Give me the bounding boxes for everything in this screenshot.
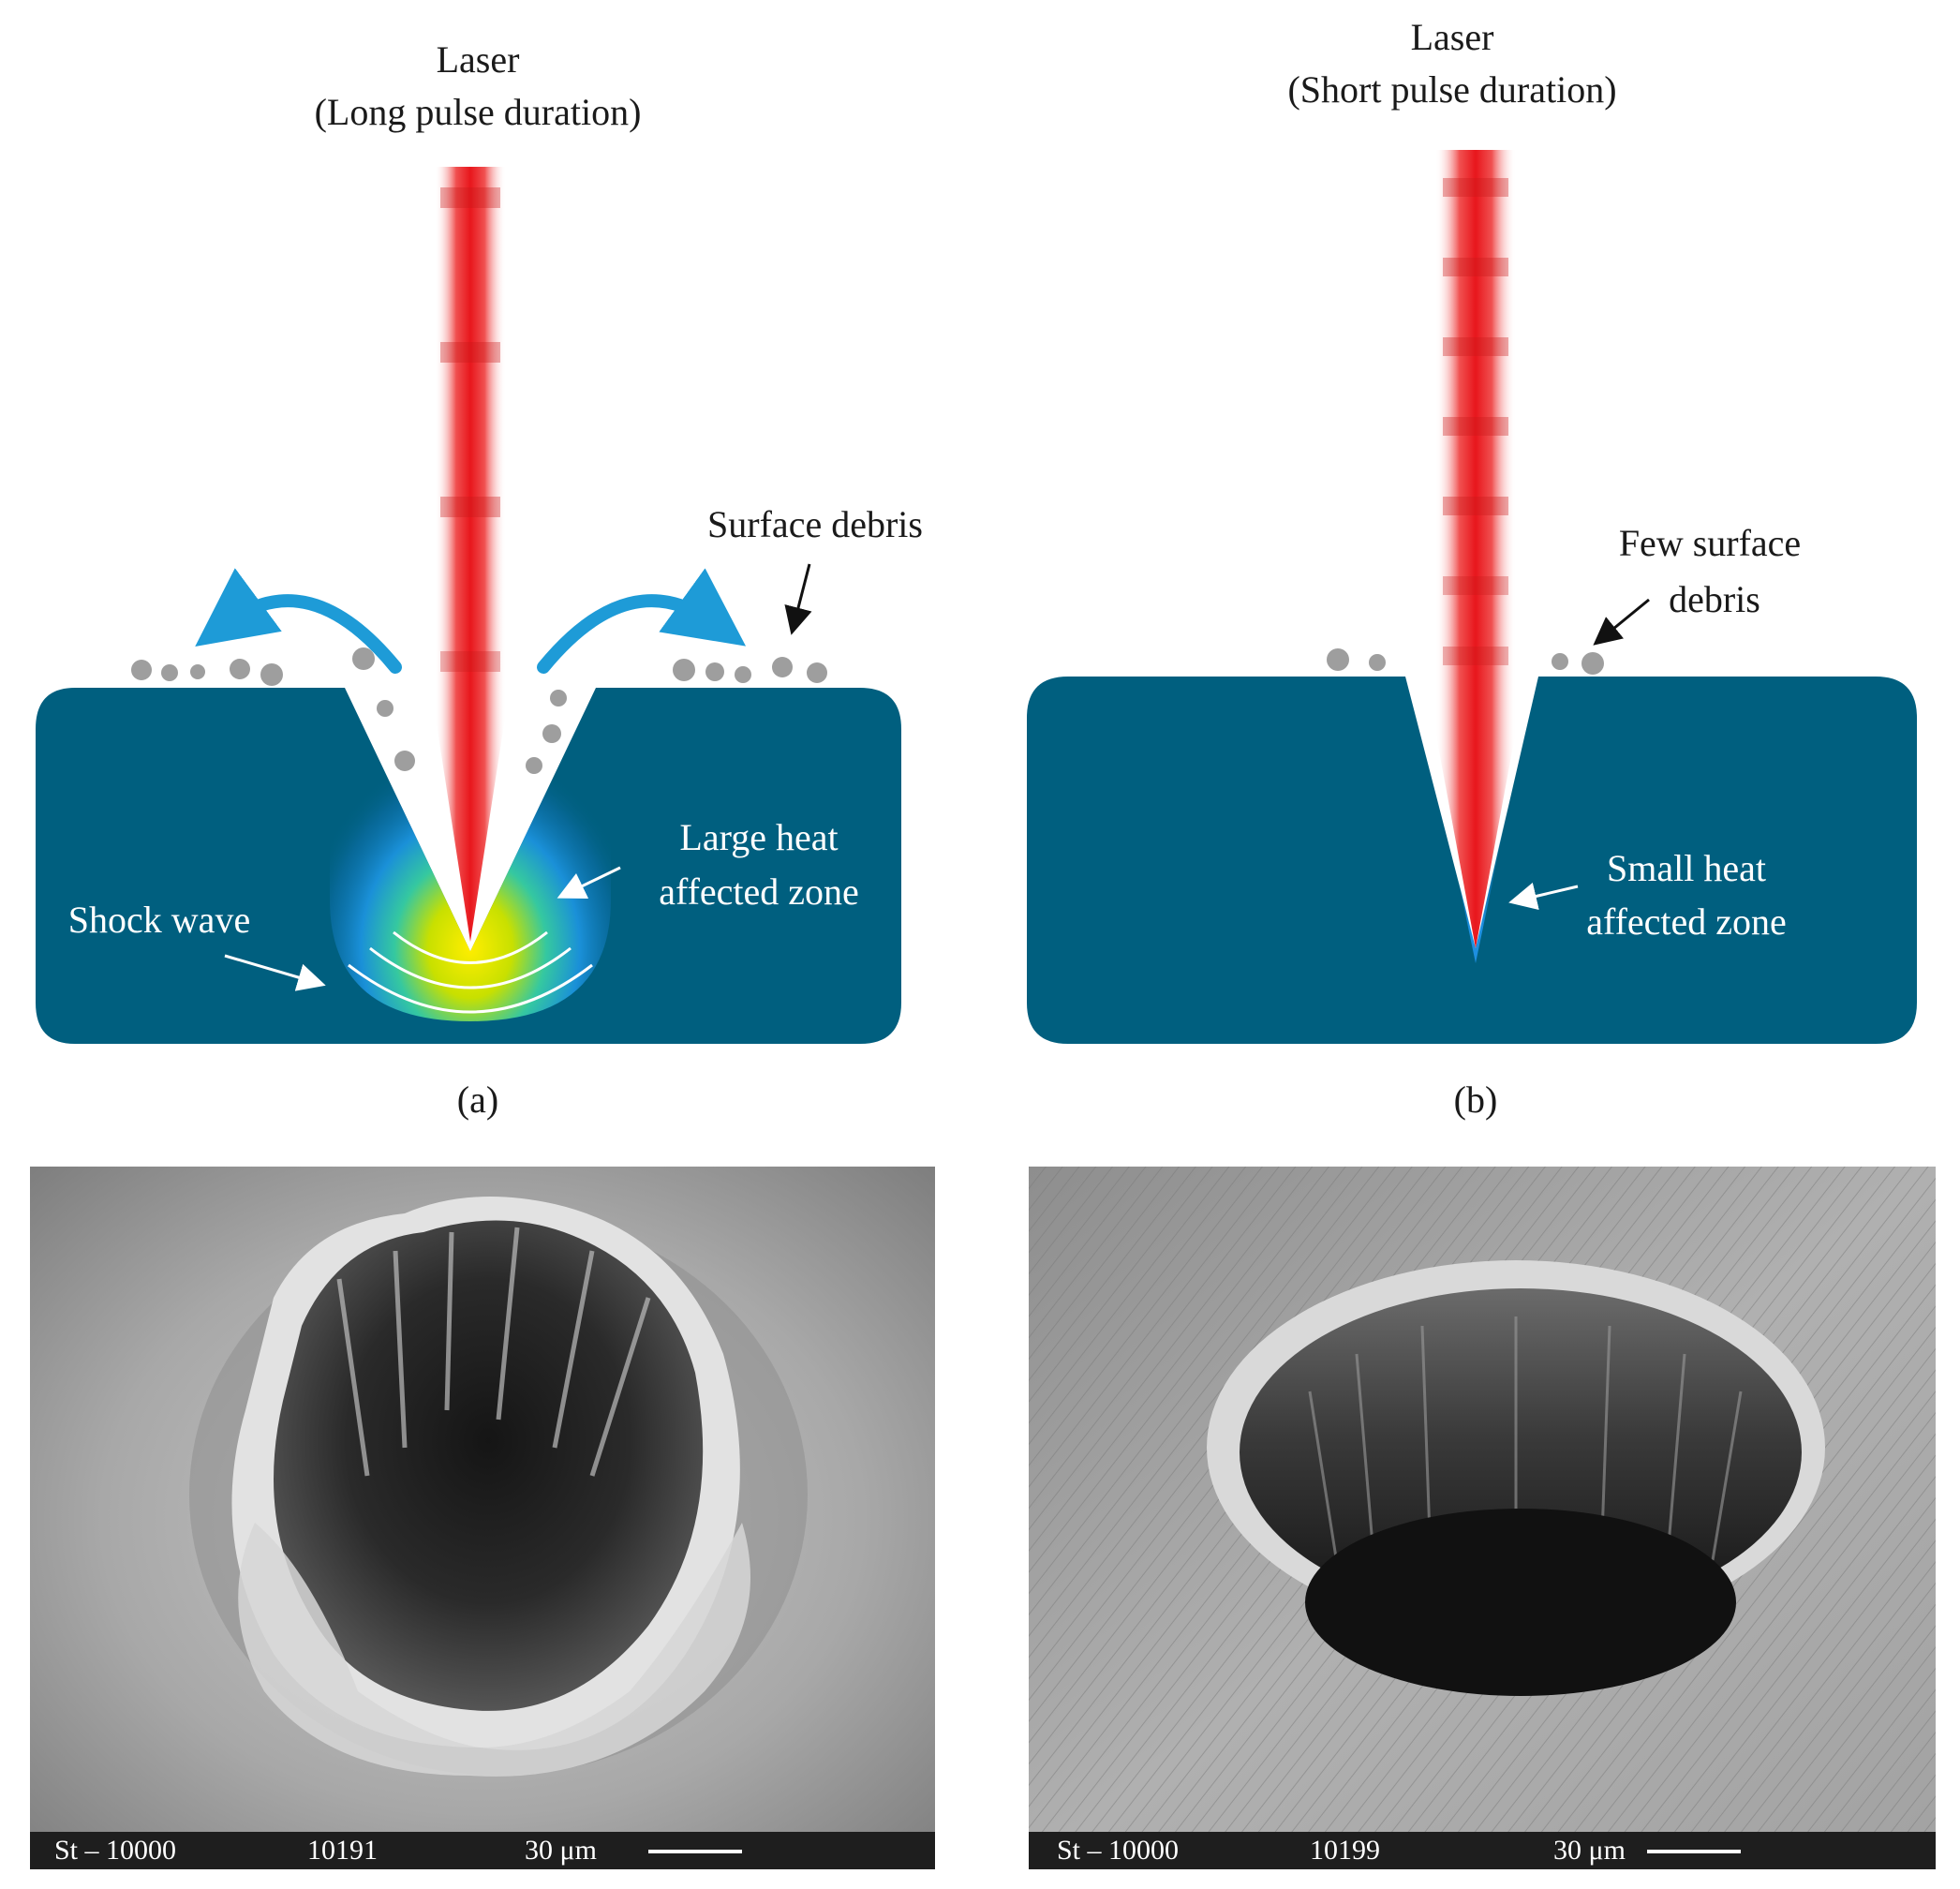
short-pulse-hole-image (1029, 1167, 1936, 1869)
panel-b-surface-debris (1327, 648, 1604, 675)
shock-wave-arcs (348, 930, 593, 1014)
sem-left-scale-label: 30 μm (525, 1835, 597, 1866)
sem-right-scale-label: 30 μm (1553, 1835, 1626, 1866)
sem-info-bar-left: St – 10000 10191 30 μm (30, 1832, 935, 1869)
ejection-arrows (195, 568, 747, 674)
large-heat-pointer (557, 866, 621, 900)
sem-left-sample-id: St – 10000 (54, 1835, 177, 1866)
panel-b-caption: (b) (1453, 1078, 1498, 1121)
panel-b-laser-title: Laser (1410, 16, 1494, 58)
few-debris-label-line1: Few surface (1618, 522, 1802, 564)
sem-right-scale-bar (1647, 1850, 1741, 1853)
sem-left-scale-bar (648, 1850, 742, 1853)
panel-a-caption: (a) (456, 1078, 499, 1121)
surface-debris-label: Surface debris (707, 503, 923, 545)
panel-a-surface-debris (131, 647, 827, 774)
shock-wave-pointer (224, 954, 326, 991)
ablation-diagram (36, 150, 1917, 1044)
sem-info-bar-right: St – 10000 10199 30 μm (1029, 1832, 1936, 1869)
panel-b-laser-subtitle: (Short pulse duration) (1287, 68, 1617, 111)
small-heat-zone-label-line1: Small heat (1607, 847, 1766, 889)
sem-right-sample-id: St – 10000 (1057, 1835, 1180, 1866)
surface-debris-pointer (784, 563, 812, 635)
panel-a-laser-title: Laser (436, 38, 520, 81)
shock-wave-label: Shock wave (67, 899, 251, 941)
panel-a-laser-beam (435, 167, 506, 942)
sem-right-image-number: 10199 (1310, 1835, 1380, 1866)
large-heat-zone-label-line1: Large heat (679, 816, 839, 858)
panel-a-laser-subtitle: (Long pulse duration) (314, 91, 642, 133)
long-pulse-hole-image (30, 1167, 935, 1869)
panel-b-laser-beam (1435, 150, 1516, 948)
small-heat-zone-label-line2: affected zone (1586, 900, 1787, 943)
sem-micrograph-long-pulse: St – 10000 10191 30 μm (30, 1167, 935, 1869)
few-debris-pointer (1593, 598, 1650, 646)
large-heat-zone-label-line2: affected zone (659, 870, 859, 913)
sem-left-image-number: 10191 (307, 1835, 378, 1866)
few-debris-label-line2: debris (1669, 578, 1760, 620)
sem-micrograph-short-pulse: St – 10000 10199 30 μm (1029, 1167, 1936, 1869)
small-heat-pointer (1508, 882, 1579, 911)
